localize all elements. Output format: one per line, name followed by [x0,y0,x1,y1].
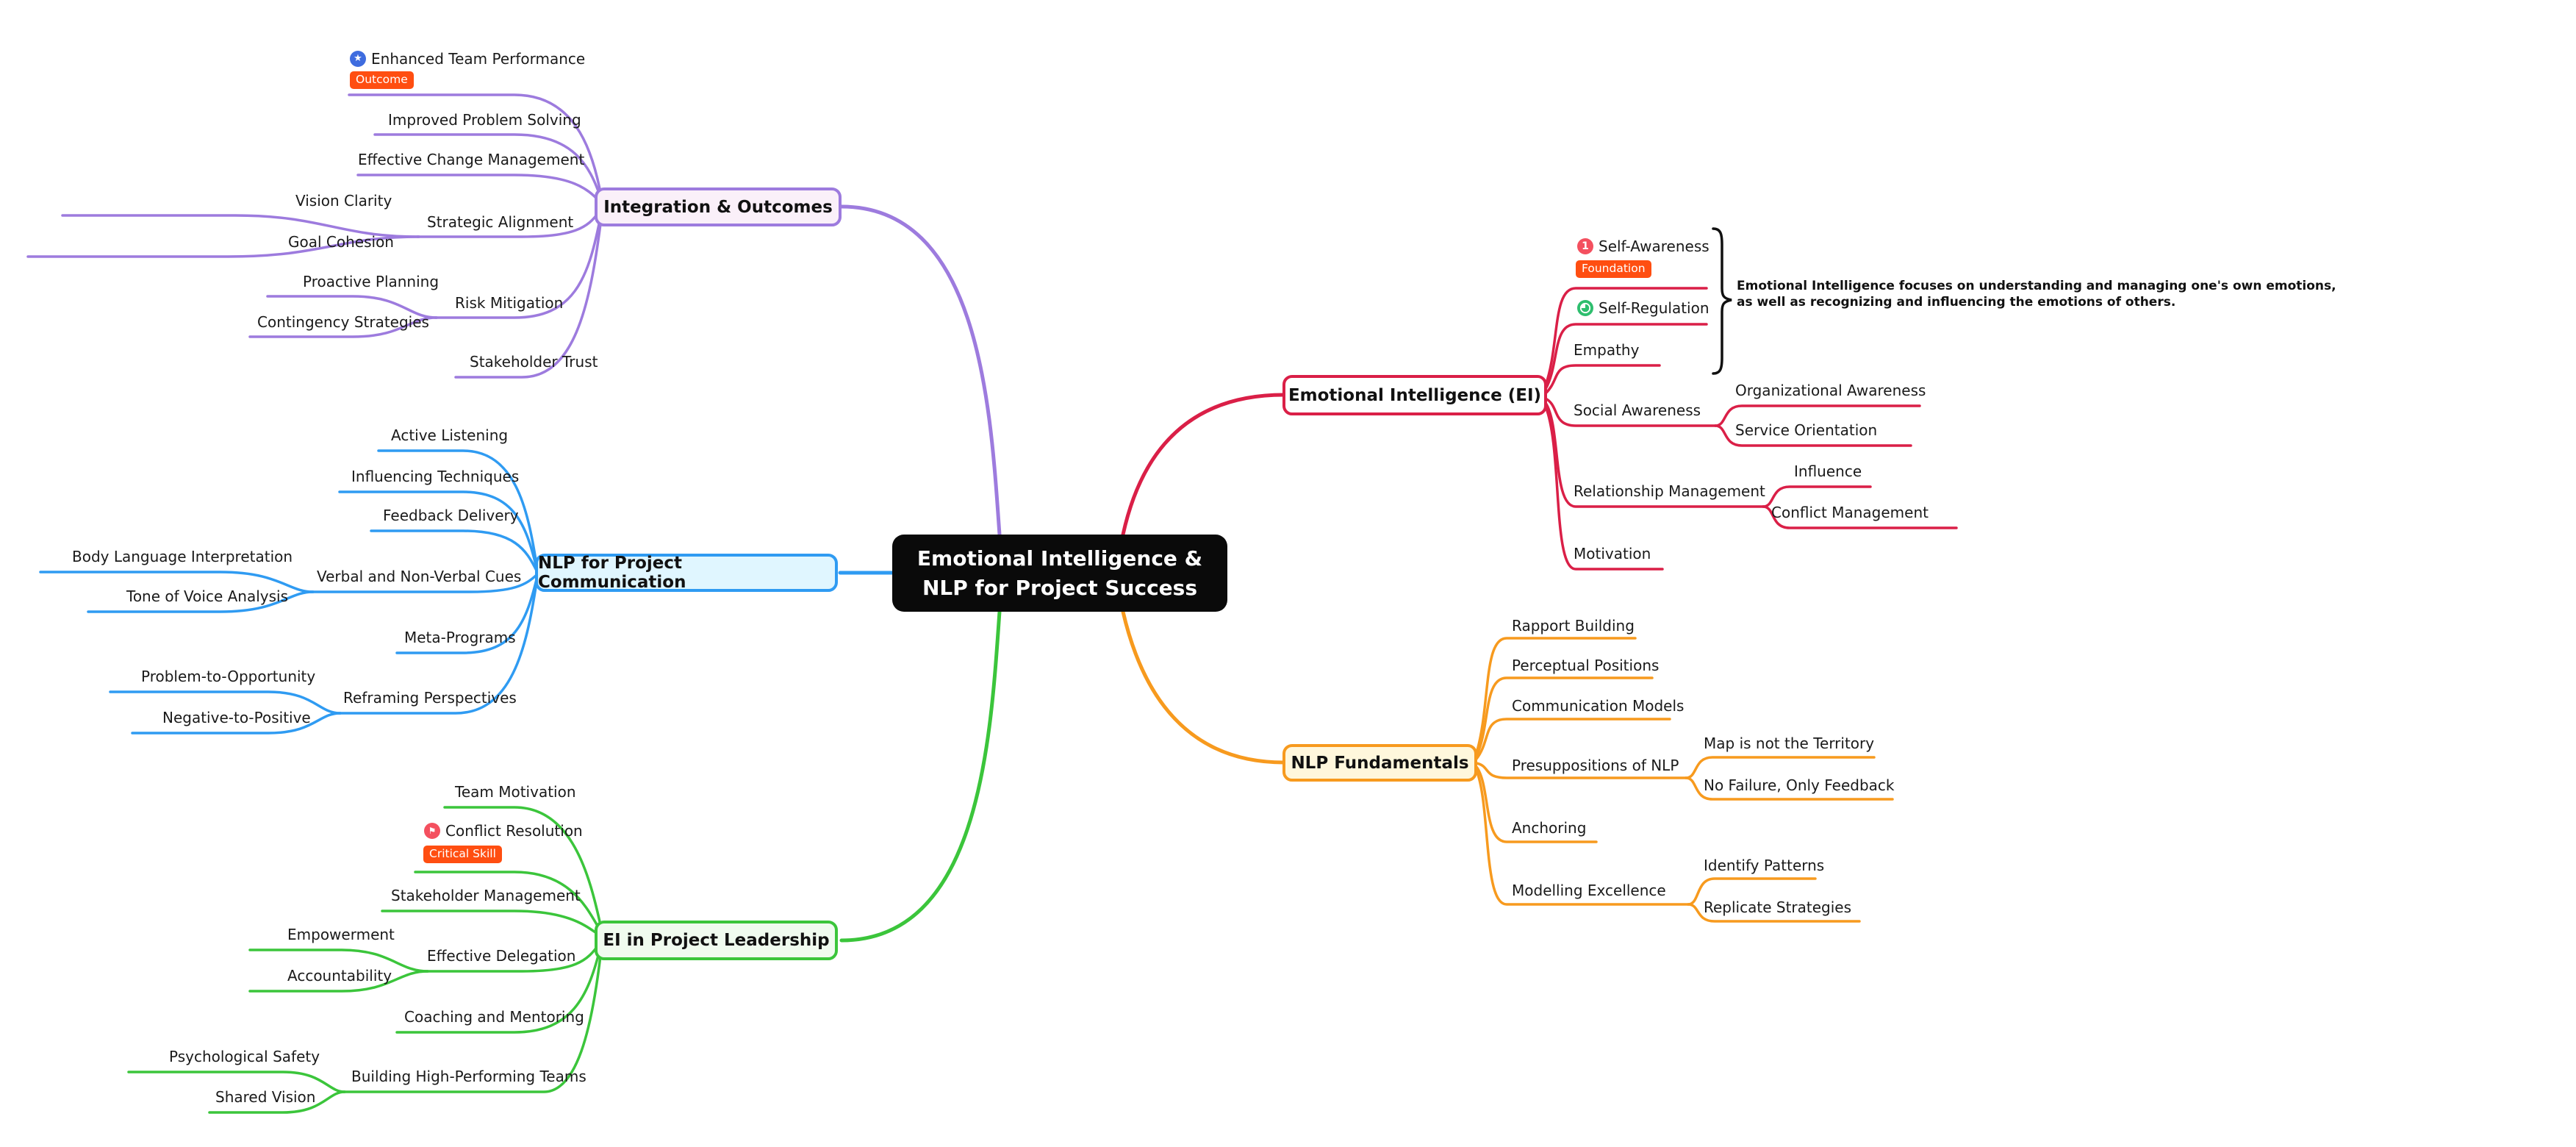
pie-chart-icon [1577,299,1593,316]
leaf-strategic-alignment[interactable]: Strategic Alignment [427,213,574,231]
leaf-label: Conflict Resolution [445,821,583,840]
leaf-feedback-delivery[interactable]: Feedback Delivery [383,507,519,524]
leaf-contingency-strategies[interactable]: Contingency Strategies [257,313,429,331]
status-badge-foundation: Foundation [1576,260,1651,278]
annotation-line2: as well as recognizing and influencing t… [1737,294,2176,310]
leaf-proactive-planning[interactable]: Proactive Planning [303,273,440,290]
leaf-identify-patterns[interactable]: Identify Patterns [1704,857,1825,874]
leaf-problem-to-opportunity[interactable]: Problem-to-Opportunity [141,668,316,685]
leaf-effective-change-management[interactable]: Effective Change Management [358,151,585,168]
leaf-empowerment[interactable]: Empowerment [287,926,395,943]
branch-node-nlp-communication[interactable]: NLP for Project Communication [535,554,838,592]
leaf-tone-of-voice-analysis[interactable]: Tone of Voice Analysis [126,587,289,605]
leaf-anchoring[interactable]: Anchoring [1512,819,1587,837]
branch-title: Emotional Intelligence (EI) [1288,385,1542,405]
ei-annotation: Emotional Intelligence focuses on unders… [1737,279,2336,310]
leaf-enhanced-team-performance[interactable]: ★ Enhanced Team Performance [350,49,585,68]
branch-node-integration-outcomes[interactable]: Integration & Outcomes [595,187,842,226]
leaf-modelling-excellence[interactable]: Modelling Excellence [1512,882,1666,899]
branch-node-emotional-intelligence[interactable]: Emotional Intelligence (EI) [1282,375,1547,415]
leaf-active-listening[interactable]: Active Listening [391,426,509,444]
leaf-conflict-resolution[interactable]: ⚑ Conflict Resolution [424,821,583,840]
flag-icon: ⚑ [424,822,440,839]
leaf-self-awareness[interactable]: 1 Self-Awareness [1577,236,1709,256]
leaf-map-is-not-the-territory[interactable]: Map is not the Territory [1704,735,1875,752]
leaf-accountability[interactable]: Accountability [287,967,392,985]
leaf-label: Self-Awareness [1599,237,1709,255]
leaf-communication-models[interactable]: Communication Models [1512,697,1685,715]
leaf-relationship-management[interactable]: Relationship Management [1574,482,1765,500]
leaf-verbal-nonverbal-cues[interactable]: Verbal and Non-Verbal Cues [317,568,522,585]
branch-title: Integration & Outcomes [603,197,833,217]
branch-node-nlp-fundamentals[interactable]: NLP Fundamentals [1282,744,1477,782]
priority-one-icon: 1 [1577,237,1593,254]
leaf-label: Self-Regulation [1599,299,1709,317]
leaf-no-failure-only-feedback[interactable]: No Failure, Only Feedback [1704,776,1895,794]
leaf-meta-programs[interactable]: Meta-Programs [404,629,516,646]
leaf-label: Enhanced Team Performance [371,49,586,68]
leaf-replicate-strategies[interactable]: Replicate Strategies [1704,898,1852,916]
annotation-bracket [1712,227,1732,375]
annotation-line1: Emotional Intelligence focuses on unders… [1737,279,2336,293]
leaf-vision-clarity[interactable]: Vision Clarity [295,192,392,210]
leaf-service-orientation[interactable]: Service Orientation [1735,421,1878,439]
branch-title: NLP Fundamentals [1291,753,1469,773]
leaf-psychological-safety[interactable]: Psychological Safety [169,1048,320,1065]
leaf-negative-to-positive[interactable]: Negative-to-Positive [162,709,311,726]
leaf-coaching-and-mentoring[interactable]: Coaching and Mentoring [404,1008,584,1026]
leaf-rapport-building[interactable]: Rapport Building [1512,617,1635,635]
leaf-improved-problem-solving[interactable]: Improved Problem Solving [388,111,581,129]
leaf-effective-delegation[interactable]: Effective Delegation [427,947,576,965]
branch-node-ei-leadership[interactable]: EI in Project Leadership [595,921,838,960]
leaf-team-motivation[interactable]: Team Motivation [455,783,576,801]
leaf-stakeholder-trust[interactable]: Stakeholder Trust [470,353,598,371]
leaf-conflict-management[interactable]: Conflict Management [1771,504,1929,521]
leaf-reframing-perspectives[interactable]: Reframing Perspectives [343,689,517,707]
leaf-perceptual-positions[interactable]: Perceptual Positions [1512,657,1660,674]
star-icon: ★ [350,50,366,67]
leaf-shared-vision[interactable]: Shared Vision [215,1088,316,1106]
central-topic-node[interactable]: Emotional Intelligence & NLP for Project… [892,535,1227,612]
leaf-influence[interactable]: Influence [1794,462,1862,480]
central-title-line2: NLP for Project Success [922,575,1198,600]
leaf-building-high-performing-teams[interactable]: Building High-Performing Teams [351,1068,586,1085]
leaf-body-language-interpretation[interactable]: Body Language Interpretation [72,548,293,565]
leaf-goal-cohesion[interactable]: Goal Cohesion [288,233,394,251]
leaf-self-regulation[interactable]: Self-Regulation [1577,298,1709,318]
central-title-line1: Emotional Intelligence & [916,546,1203,571]
status-badge-outcome: Outcome [350,71,414,89]
leaf-social-awareness[interactable]: Social Awareness [1574,401,1701,419]
leaf-influencing-techniques[interactable]: Influencing Techniques [351,468,520,485]
leaf-risk-mitigation[interactable]: Risk Mitigation [455,294,564,312]
branch-title: EI in Project Leadership [603,931,830,950]
branch-title: NLP for Project Communication [538,554,686,592]
status-badge-critical-skill: Critical Skill [423,846,502,863]
leaf-organizational-awareness[interactable]: Organizational Awareness [1735,382,1926,399]
leaf-motivation[interactable]: Motivation [1574,545,1651,562]
leaf-empathy[interactable]: Empathy [1574,341,1640,359]
leaf-stakeholder-management[interactable]: Stakeholder Management [391,887,581,904]
leaf-presuppositions-of-nlp[interactable]: Presuppositions of NLP [1512,757,1679,774]
